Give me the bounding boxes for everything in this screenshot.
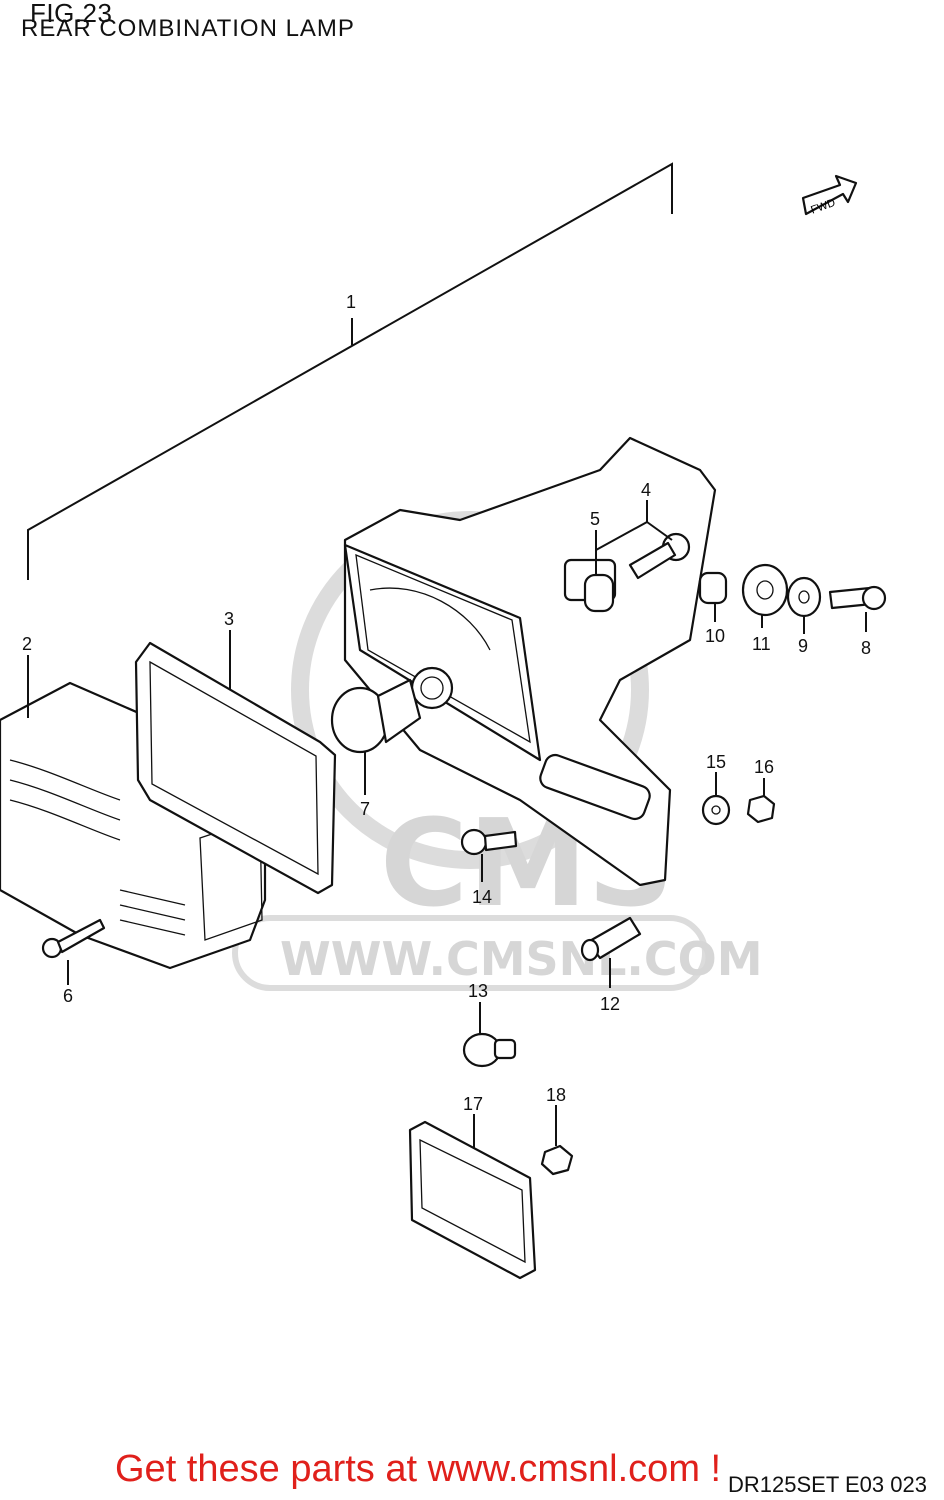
part-3-gasket <box>134 641 337 895</box>
assembly-bracket <box>27 162 673 580</box>
callout-5: 5 <box>590 509 600 529</box>
callout-15: 15 <box>706 752 726 772</box>
callout-3: 3 <box>224 609 234 629</box>
callout-17: 17 <box>463 1094 483 1114</box>
callout-6: 6 <box>63 986 73 1006</box>
part-8-bolt <box>828 585 887 611</box>
callout-4: 4 <box>641 480 651 500</box>
figure-number: FIG.23 <box>30 0 113 28</box>
part-15-washer <box>701 794 731 826</box>
part-17-reflector <box>408 1120 537 1280</box>
part-13-clip <box>462 1032 517 1068</box>
part-18-nut <box>540 1144 574 1176</box>
callout-11: 11 <box>752 634 771 654</box>
lamp-housing <box>343 436 717 887</box>
callout-10: 10 <box>705 626 725 646</box>
callout-7: 7 <box>360 799 370 819</box>
part-10-grommet <box>698 571 728 605</box>
part-12-bulb-small <box>580 916 642 962</box>
buy-parts-link[interactable]: Get these parts at www.cmsnl.com ! <box>115 1448 722 1490</box>
callout-numbers: 1 2 3 4 5 6 7 8 9 10 11 12 13 14 15 16 1… <box>22 292 871 1114</box>
watermark-pill <box>232 915 708 991</box>
callout-2: 2 <box>22 634 32 654</box>
callout-12: 12 <box>600 994 620 1014</box>
part-5-collar <box>583 573 615 613</box>
diagram-code: DR125SET E03 023 <box>728 1472 927 1497</box>
callout-16: 16 <box>754 757 774 777</box>
fwd-arrow-icon: FWD <box>801 174 858 217</box>
watermark-url: WWW.CMSNL.COM <box>280 932 763 986</box>
callout-13: 13 <box>468 981 488 1001</box>
part-6-screw <box>41 918 106 959</box>
part-11-nut <box>741 563 789 617</box>
part-7-bulb <box>330 678 422 754</box>
part-9-washer <box>786 576 822 618</box>
callout-9: 9 <box>798 636 808 656</box>
part-4-bolt <box>628 532 691 580</box>
part-14-screw <box>460 828 518 856</box>
part-16-nut <box>746 794 776 824</box>
leader-lines <box>27 500 867 1148</box>
callout-14: 14 <box>472 887 492 907</box>
figure-title: REAR COMBINATION LAMP <box>21 15 355 42</box>
callout-1: 1 <box>346 292 356 312</box>
callout-18: 18 <box>546 1085 566 1105</box>
callout-8: 8 <box>861 638 871 658</box>
